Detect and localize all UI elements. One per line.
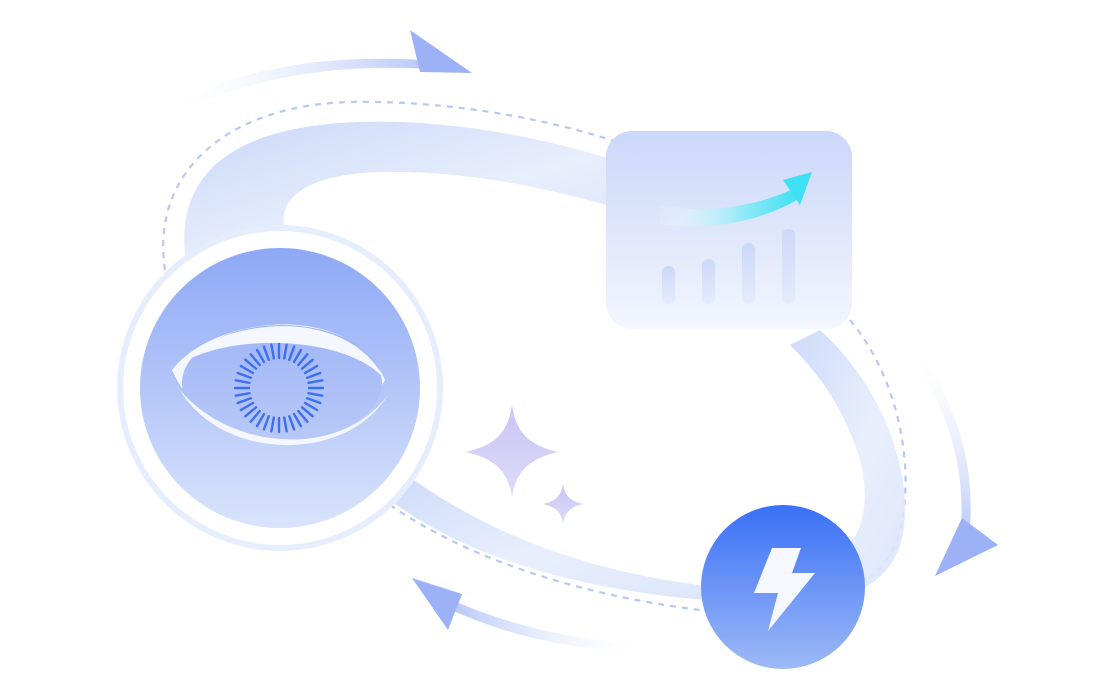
chart-panel: [606, 131, 852, 329]
orbit-ribbon-right: [790, 330, 905, 590]
sparkle-icon: [466, 405, 558, 497]
iris-tick: [270, 416, 275, 433]
iris-tick: [255, 412, 266, 428]
eye-badge: [117, 225, 443, 551]
cycle-arrow-icon: [185, 58, 450, 108]
iris-tick: [288, 345, 296, 362]
eye-lower-lid: [180, 390, 388, 446]
iris-tick: [283, 416, 288, 433]
iris-tick: [262, 345, 270, 362]
iris-tick: [239, 364, 255, 375]
iris-tick: [292, 412, 303, 428]
iris-tick: [255, 348, 266, 364]
right-arrow-head: [935, 518, 998, 576]
iris-tick: [234, 379, 251, 384]
iris-tick: [236, 397, 253, 405]
iris-tick: [303, 401, 319, 412]
growth-chart-icon: [606, 131, 852, 329]
orbit-ribbon: [184, 121, 661, 260]
eye-upper-lid: [172, 326, 385, 380]
chart-bar: [782, 229, 795, 304]
iris-tick: [300, 358, 314, 370]
lightning-icon: [754, 548, 815, 631]
iris-tick: [305, 371, 322, 379]
iris: [182, 325, 382, 441]
iris-tick: [234, 392, 251, 397]
bottom-arrow-body: [430, 592, 632, 650]
iris-tick: [244, 358, 258, 370]
trend-arrow-body: [660, 188, 800, 227]
trend-arrow-head: [783, 172, 812, 205]
chart-bar: [702, 259, 715, 304]
iris-ticks: [233, 342, 325, 434]
iris-tick: [292, 348, 303, 364]
iris-tick: [244, 406, 258, 418]
lightning-badge: [701, 505, 865, 669]
iris-tick: [283, 343, 288, 360]
orbit-ribbon-bottom: [390, 470, 705, 600]
top-arrow-head: [410, 30, 472, 73]
chart-bar: [742, 243, 755, 304]
iris-tick: [249, 353, 261, 367]
iris-tick: [270, 343, 275, 360]
iris-tick: [305, 397, 322, 405]
iris-tick: [297, 409, 309, 423]
iris-tick: [307, 392, 324, 397]
sparkle-small-icon: [543, 484, 583, 524]
dashed-orbit-bottom: [389, 504, 701, 612]
iris-tick: [307, 379, 324, 384]
iris-tick: [236, 371, 253, 379]
dashed-orbit-left: [162, 100, 641, 271]
iris-tick: [288, 414, 296, 431]
chart-bar: [662, 266, 675, 304]
iris-tick: [262, 414, 270, 431]
iris-tick: [297, 353, 309, 367]
iris-tick: [239, 401, 255, 412]
bottom-arrow-head: [412, 578, 462, 630]
iris-tick: [303, 364, 319, 375]
chart-bars: [662, 229, 795, 304]
iris-tick: [249, 409, 261, 423]
iris-tick: [300, 406, 314, 418]
